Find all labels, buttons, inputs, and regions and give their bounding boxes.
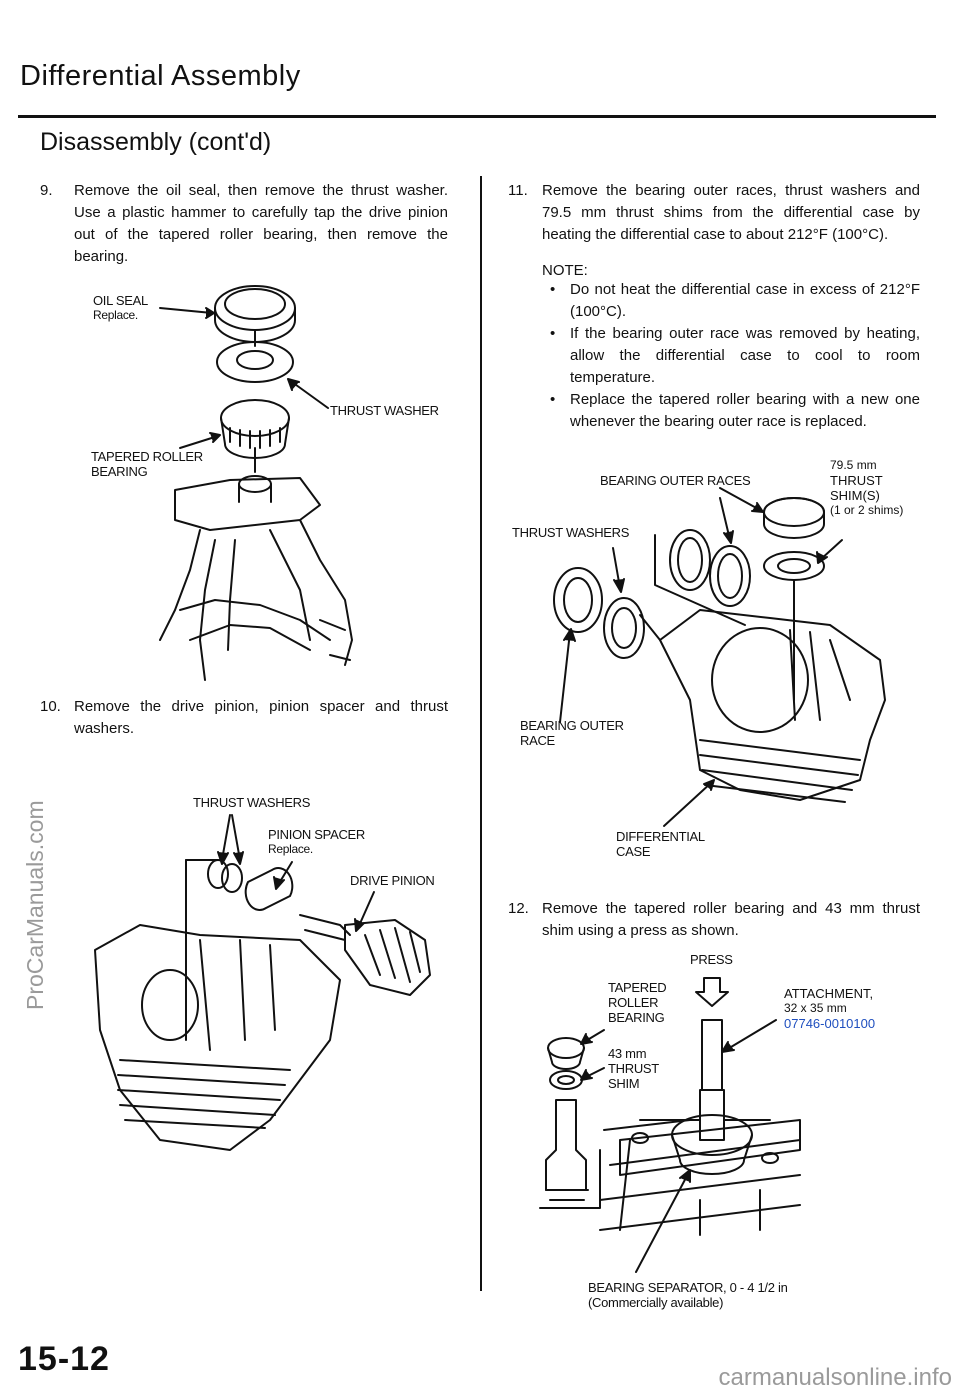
page-title: Differential Assembly	[20, 60, 301, 92]
thrust-washer-pair-part	[553, 567, 603, 633]
step-11-number: 11.	[508, 182, 528, 199]
label-thrust-washers-fig3: THRUST WASHERS	[512, 525, 630, 540]
section-subtitle: Disassembly (cont'd)	[40, 128, 272, 156]
figure4-press-setup	[539, 977, 801, 1273]
drive-pinion-part	[299, 914, 351, 936]
step-10-text: Remove the drive pinion, pinion spacer a…	[74, 698, 448, 737]
figure3-exploded-view	[553, 487, 886, 827]
label-bearing-separator: BEARING SEPARATOR, 0 - 4 1/2 in (Commerc…	[588, 1280, 788, 1310]
label-differential-case: DIFFERENTIAL CASE	[616, 829, 705, 859]
thrust-washers-part	[207, 859, 229, 889]
note-block: NOTE: •Do not heat the differential case…	[542, 262, 920, 433]
step-9: 9. Remove the oil seal, then remove the …	[40, 180, 448, 268]
press-arrow-icon	[695, 977, 729, 1007]
label-tapered-roller-bearing-fig4: TAPERED ROLLER BEARING	[608, 980, 667, 1025]
label-oil-seal: OIL SEAL Replace.	[93, 293, 148, 322]
tapered-bearing-small-part	[547, 1037, 585, 1059]
figure2-exploded-view	[94, 814, 431, 1151]
label-bearing-outer-race: BEARING OUTER RACE	[520, 718, 624, 748]
label-bearing-outer-races: BEARING OUTER RACES	[600, 473, 751, 488]
step-9-text: Remove the oil seal, then remove the thr…	[74, 182, 448, 265]
step-10-number: 10.	[40, 698, 61, 715]
thrust-shim-small-part	[549, 1070, 583, 1090]
step-10: 10. Remove the drive pinion, pinion spac…	[40, 696, 448, 740]
thrust-washer-part	[216, 341, 294, 383]
step-12-text: Remove the tapered roller bearing and 43…	[542, 900, 920, 939]
bearing-outer-race-part	[669, 529, 711, 591]
figure1-exploded-view	[159, 285, 353, 681]
step-11: 11. Remove the bearing outer races, thru…	[508, 180, 920, 246]
bullet-icon: •	[550, 281, 556, 298]
label-thrust-washer: THRUST WASHER	[330, 403, 439, 418]
pinion-spacer-part	[244, 867, 294, 911]
label-drive-pinion: DRIVE PINION	[350, 873, 435, 888]
label-pinion-spacer: PINION SPACER Replace.	[268, 827, 365, 856]
step-11-text: Remove the bearing outer races, thrust w…	[542, 182, 920, 243]
step-9-number: 9.	[40, 182, 53, 199]
watermark-carmanualsonline: carmanualsonline.info	[718, 1364, 952, 1391]
step-12-number: 12.	[508, 900, 529, 917]
label-43mm-thrust-shim: 43 mm THRUST SHIM	[608, 1046, 659, 1091]
tapered-roller-bearing-part	[220, 399, 290, 437]
watermark-procarmanuals: ProCarManuals.com	[22, 800, 48, 1010]
label-press: PRESS	[690, 952, 733, 967]
attachment-part-number: 07746-0010100	[784, 1016, 876, 1031]
note-title: NOTE:	[542, 262, 588, 279]
note-item: •If the bearing outer race was removed b…	[550, 325, 920, 386]
note-item: •Do not heat the differential case in ex…	[550, 281, 920, 320]
thrust-shim-part	[763, 497, 825, 539]
column-divider	[480, 176, 482, 1291]
title-rule	[18, 115, 936, 118]
label-thrust-shims: 79.5 mm THRUST SHIM(S) (1 or 2 shims)	[830, 458, 904, 517]
bullet-icon: •	[550, 391, 556, 408]
bullet-icon: •	[550, 325, 556, 342]
differential-case-part	[659, 609, 886, 801]
note-item: •Replace the tapered roller bearing with…	[550, 391, 920, 430]
page-number: 15-12	[18, 1340, 110, 1378]
label-attachment: ATTACHMENT, 32 x 35 mm 07746-0010100	[784, 986, 876, 1031]
label-oil-seal-sub: Replace.	[93, 308, 138, 322]
step-12: 12. Remove the tapered roller bearing an…	[508, 898, 920, 942]
label-tapered-roller-bearing: TAPERED ROLLER BEARING	[91, 449, 203, 479]
label-thrust-washers-fig2: THRUST WASHERS	[193, 795, 311, 810]
